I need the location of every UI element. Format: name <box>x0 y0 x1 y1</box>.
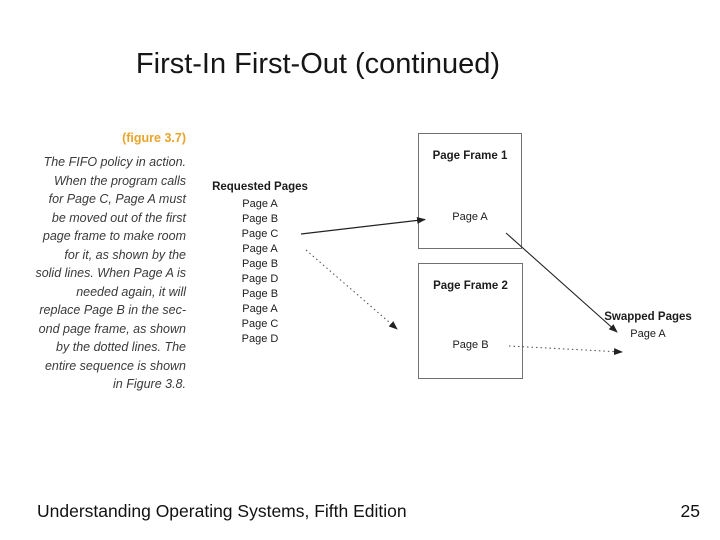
requested-pages-list: Requested Pages Page A Page B Page C Pag… <box>205 180 315 347</box>
page-frame-2-header: Page Frame 2 <box>433 280 508 292</box>
caption-line: When the program calls <box>53 173 186 188</box>
arrow-pagea-to-frame2 <box>305 249 398 330</box>
requested-page-item: Page A <box>242 303 278 315</box>
footer-page-number: 25 <box>680 501 700 521</box>
caption-line: entire sequence is shown <box>44 358 186 373</box>
swapped-pages-header: Swapped Pages <box>604 311 692 323</box>
page-frame-1-box: Page Frame 1 Page A <box>418 133 522 249</box>
requested-page-item: Page B <box>241 258 279 270</box>
footer-book-title: Understanding Operating Systems, Fifth E… <box>37 501 407 521</box>
figure-caption: (figure 3.7) The FIFO policy in action. … <box>28 129 186 394</box>
caption-line: page frame to make room <box>42 229 186 243</box>
caption-line: needed again, it will <box>76 284 186 299</box>
caption-line: for Page C, Page A must <box>48 192 186 206</box>
caption-line: ond page frame, as shown <box>38 321 186 336</box>
requested-page-item: Page D <box>241 333 279 345</box>
arrow-frame2-to-swapped <box>508 345 623 356</box>
requested-page-item: Page B <box>241 288 279 300</box>
figure-label: (figure 3.7) <box>122 131 186 145</box>
caption-line: The FIFO policy in action. <box>43 155 186 169</box>
requested-page-item: Page C <box>241 318 279 330</box>
caption-line: replace Page B in the sec- <box>39 303 186 317</box>
requested-page-item: Page A <box>242 243 278 255</box>
caption-line: solid lines. When Page A is <box>35 266 186 280</box>
caption-line: in Figure 3.8. <box>113 377 186 391</box>
requested-pages-header: Requested Pages <box>212 181 308 193</box>
swapped-pages-block: Swapped Pages Page A <box>600 310 696 342</box>
swapped-pages-content: Page A <box>630 328 666 340</box>
page-frame-1-header: Page Frame 1 <box>432 150 508 162</box>
caption-line: by the dotted lines. The <box>56 340 186 354</box>
page-frame-2-content: Page B <box>452 339 489 351</box>
caption-line: be moved out of the first <box>51 210 186 225</box>
requested-page-item: Page D <box>241 273 279 285</box>
page-frame-2-box: Page Frame 2 Page B <box>418 263 523 379</box>
slide-title: First-In First-Out (continued) <box>135 48 501 80</box>
requested-page-item: Page A <box>242 198 278 210</box>
requested-page-item: Page C <box>241 228 279 240</box>
arrow-pagec-to-frame1 <box>300 216 426 235</box>
caption-line: for it, as shown by the <box>64 247 186 262</box>
page-frame-1-content: Page A <box>452 211 488 223</box>
requested-page-item: Page B <box>241 213 279 225</box>
